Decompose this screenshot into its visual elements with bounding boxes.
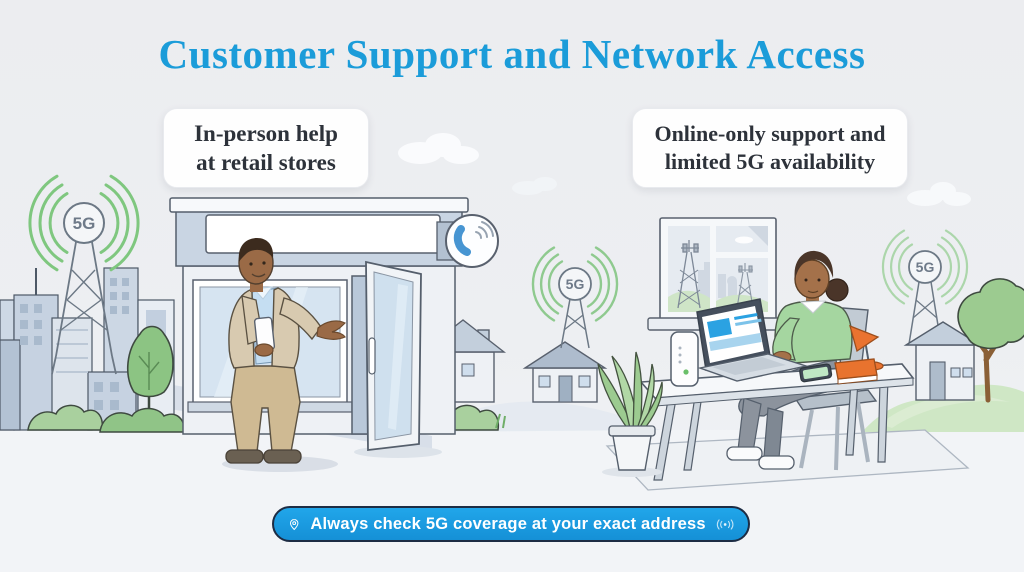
signal-waves-icon [881,229,969,305]
5g-badge [558,267,592,301]
coverage-banner-text: Always check 5G coverage at your exact a… [310,514,706,533]
5g-badge-label: 5G [566,276,585,292]
window-tower [677,240,701,309]
shoe [263,449,302,464]
open-hand [316,320,347,340]
tower-mast [51,241,117,375]
card-line: limited 5G availability [664,149,876,174]
tree [126,325,174,432]
location-pin-icon [289,518,299,530]
signal-waves-icon [28,174,140,272]
salesman [222,238,347,472]
book [834,358,878,385]
door-handle [368,337,376,375]
wifi-router [670,331,699,387]
laptop-screen-block [707,318,732,338]
collar [799,300,827,314]
phone-handset-icon [453,225,471,256]
coverage-banner: Always check 5G coverage at your exact a… [272,506,750,542]
tree [957,278,1024,403]
extended-arm [279,297,322,341]
5g-badge-label: 5G [73,214,96,233]
laptop [696,298,809,382]
label-card-in-person: In-person help at retail stores [163,108,369,188]
5g-badge [908,250,942,284]
router-led [683,369,689,375]
card-line: Online-only support and [654,120,886,146]
plant-leaves [597,351,663,434]
window-tower-small [736,263,754,309]
sneaker [758,455,795,470]
smartphone [799,363,833,383]
countryside: 5G [862,229,1024,432]
signal-broadcast-icon [716,518,734,530]
label-card-online-only: Online-only support and limited 5G avail… [632,108,908,188]
left-5g-tower: 5G [28,174,140,375]
shoe [225,449,264,464]
card-line: In-person help [194,120,338,146]
potted-plant [597,351,663,477]
window-city-silhouette [698,262,737,298]
middle-5g-tower: 5G [531,246,619,349]
hair [794,250,834,280]
tower-mast [560,298,590,349]
5g-badge [63,202,105,244]
phone-waves-icon [475,221,494,239]
desk-items [670,298,884,387]
store-phone-sign [436,214,499,268]
page-title: Customer Support and Network Access [158,31,866,77]
hair [238,238,274,262]
sneaker [726,446,763,461]
country-house [903,321,983,401]
clouds [398,133,971,206]
card-line: at retail stores [196,150,336,175]
right-5g-tower: 5G [881,229,969,345]
5g-badge-label: 5G [916,259,935,275]
signal-waves-icon [531,246,619,322]
plant-pot [612,435,652,471]
trousers [230,365,301,453]
store-door-open [351,260,442,458]
